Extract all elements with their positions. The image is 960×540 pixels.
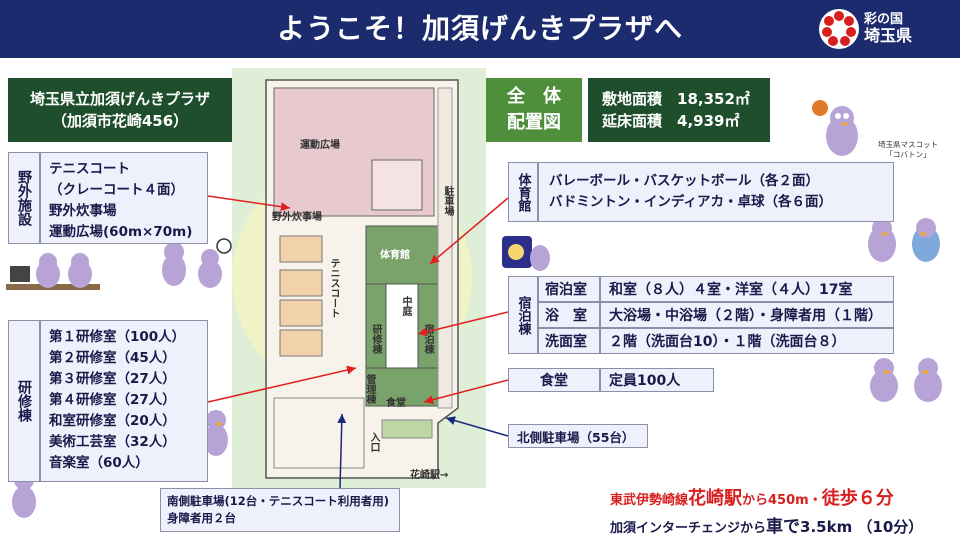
south-parking-line1: 南側駐車場(12台・テニスコート利用者用) <box>167 494 390 508</box>
mascot-caption-line1: 埼玉県マスコット <box>878 140 938 149</box>
lodging-row-label: 宿泊室 <box>538 276 600 302</box>
map-label-cafeteria: 食堂 <box>386 398 406 409</box>
mascot-caption: 埼玉県マスコット 「コバトン」 <box>860 140 956 160</box>
access-train: 東武伊勢崎線花崎駅から450m・徒歩６分 <box>610 484 956 510</box>
map-label-sports-ground: 運動広場 <box>300 140 340 151</box>
access-car-label: 車で <box>766 517 801 537</box>
site-area-value: 18,352㎡ <box>677 90 750 108</box>
layout-title-box: 全 体 配置図 <box>486 78 582 142</box>
site-area-label: 敷地面積 <box>602 90 663 108</box>
cafeteria-value: 定員100人 <box>600 368 714 392</box>
outdoor-item: 運動広場(60m×70m) <box>49 224 193 240</box>
training-room: 第２研修室（45人） <box>49 350 176 366</box>
south-parking-line2: 身障者用２台 <box>167 511 236 525</box>
prefecture-logo-text: 彩の国 埼玉県 <box>864 12 954 44</box>
floor-area-label: 延床面積 <box>602 112 663 130</box>
mascot-tennis-icon <box>162 238 232 288</box>
map-label-training-bldg: 研修棟 <box>370 324 381 354</box>
north-parking-label: 北側駐車場（55台） <box>508 424 648 448</box>
lodging-heading: 宿泊棟 <box>508 276 538 354</box>
logo-line-1: 彩の国 <box>864 12 904 27</box>
training-list: 第１研修室（100人） 第２研修室（45人） 第３研修室（27人） 第４研修室（… <box>40 320 208 482</box>
logo-line-2: 埼玉県 <box>864 26 913 45</box>
page-title: ようこそ！加須げんきプラザへ <box>276 12 683 45</box>
facility-name: 埼玉県立加須げんきプラザ <box>29 90 210 108</box>
floor-area-value: 4,939㎡ <box>677 112 740 130</box>
outdoor-item: （クレーコート４面） <box>49 182 184 198</box>
map-label-gymnasium: 体育館 <box>380 250 410 261</box>
map-label-admin-bldg: 管理棟 <box>364 374 375 404</box>
training-room: 和室研修室（20人） <box>49 413 176 429</box>
map-label-courtyard: 中庭 <box>400 296 411 316</box>
map-label-outdoor-kitchen: 野外炊事場 <box>272 212 322 223</box>
lodging-row-label: 浴 室 <box>538 302 600 328</box>
saitama-logo-icon <box>819 9 859 49</box>
site-map <box>232 79 472 479</box>
cafeteria-label: 食堂 <box>508 368 600 392</box>
mascot-computer-icon <box>6 253 100 290</box>
lodging-row-value: ２階（洗面台10）・１階（洗面台８） <box>600 328 894 354</box>
mascot-pair-icon <box>870 358 942 402</box>
training-room: 音楽室（60人） <box>49 455 149 471</box>
access-car-time: 3.5km （10分） <box>800 518 924 536</box>
facility-address: （加須市花崎456） <box>51 112 189 130</box>
outdoor-list: テニスコート （クレーコート４面） 野外炊事場 運動広場(60m×70m) <box>40 152 208 244</box>
map-label-entrance: 入口 <box>368 432 379 452</box>
gym-item: バレーボール・バスケットボール（各２面） <box>549 173 819 189</box>
gym-item: バドミントン・インディアカ・卓球（各６面） <box>549 194 832 210</box>
header-bar <box>0 0 960 58</box>
map-label-tennis-court: テニスコート <box>328 258 339 318</box>
layout-title-line2: 配置図 <box>507 112 561 133</box>
access-station: 花崎駅 <box>688 488 743 509</box>
training-room: 第３研修室（27人） <box>49 371 176 387</box>
access-interchange: 加須インターチェンジから <box>610 521 767 536</box>
outdoor-item: 野外炊事場 <box>49 203 117 219</box>
access-car: 加須インターチェンジから車で3.5km （10分） <box>610 512 956 537</box>
access-train-line: 東武伊勢崎線 <box>610 493 689 508</box>
south-parking-box: 南側駐車場(12台・テニスコート利用者用) 身障者用２台 <box>160 488 400 532</box>
lodging-row-label: 洗面室 <box>538 328 600 354</box>
gym-heading: 体育館 <box>508 162 538 222</box>
mascot-badminton-icon <box>868 218 940 262</box>
lodging-row-value: 大浴場・中浴場（２階）・身障者用（１階） <box>600 302 894 328</box>
gym-list: バレーボール・バスケットボール（各２面） バドミントン・インディアカ・卓球（各６… <box>538 162 894 222</box>
training-room: 第１研修室（100人） <box>49 329 186 345</box>
outdoor-heading: 野外施設 <box>8 152 40 244</box>
outdoor-item: テニスコート <box>49 161 130 177</box>
map-label-lodging-bldg: 宿泊棟 <box>422 324 433 354</box>
training-room: 第４研修室（27人） <box>49 392 176 408</box>
training-room: 美術工芸室（32人） <box>49 434 176 450</box>
mascot-basketball-icon <box>812 100 858 156</box>
facility-name-box: 埼玉県立加須げんきプラザ （加須市花崎456） <box>8 78 232 142</box>
mascot-night-icon <box>502 236 550 271</box>
lodging-row-value: 和室（８人）４室・洋室（４人）17室 <box>600 276 894 302</box>
access-walk-time: 徒歩６分 <box>821 488 894 509</box>
mascot-art-icon <box>204 410 228 456</box>
area-box: 敷地面積 18,352㎡ 延床面積 4,939㎡ <box>588 78 770 142</box>
access-distance: から450m・ <box>742 493 822 508</box>
map-label-parking: 駐車場 <box>442 186 453 216</box>
training-heading: 研修棟 <box>8 320 40 482</box>
mascot-caption-line2: 「コバトン」 <box>885 150 931 159</box>
map-label-station: 花崎駅→ <box>410 470 449 481</box>
layout-title-line1: 全 体 <box>507 86 561 107</box>
